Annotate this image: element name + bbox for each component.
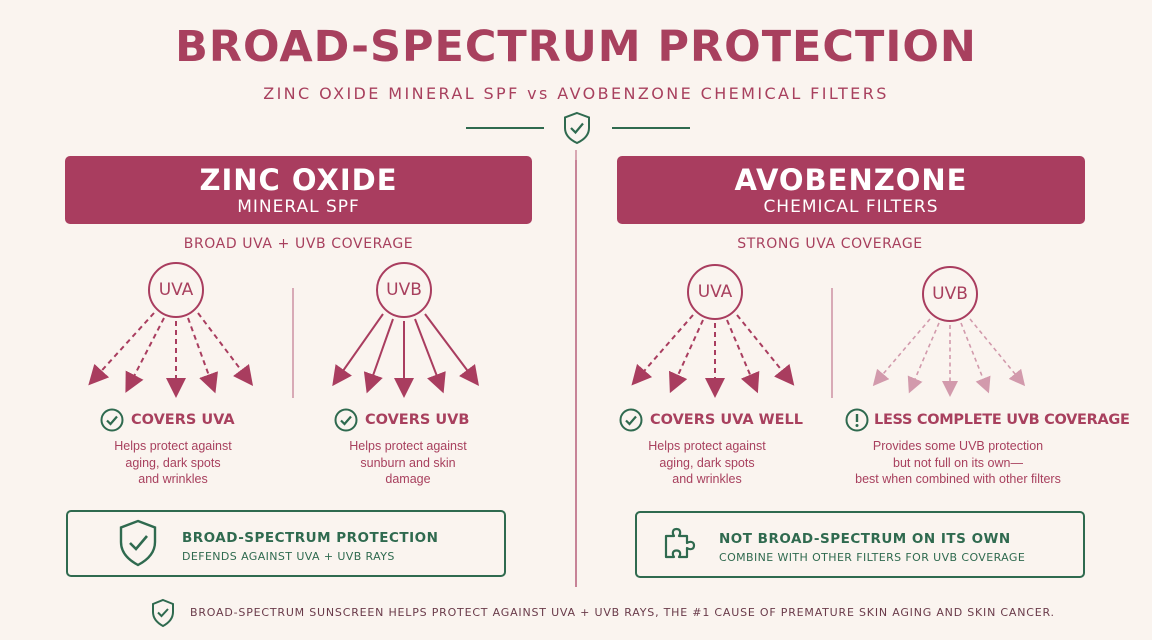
avo-uva-desc: Helps protect against aging, dark spots … (648, 439, 766, 486)
shield-check-icon (119, 519, 157, 567)
avo-info-box: NOT BROAD-SPECTRUM ON ITS OWN COMBINE WI… (635, 511, 1085, 578)
zinc-coverage: BROAD UVA + UVB COVERAGE (183, 236, 414, 252)
zinc-banner: ZINC OXIDE MINERAL SPF (65, 156, 532, 224)
page-subtitle: ZINC OXIDE MINERAL SPF vs AVOBENZONE CHE… (263, 84, 889, 103)
puzzle-icon (664, 527, 696, 559)
zinc-uvb-label: UVB (386, 280, 422, 300)
zinc-uvb-rays (332, 262, 479, 398)
avo-uva-heading-text: COVERS UVA WELL (650, 412, 804, 428)
zinc-uva-circle (148, 262, 204, 318)
center-divider (575, 160, 577, 587)
check-circle-icon (100, 408, 124, 432)
footer-note: BROAD-SPECTRUM SUNSCREEN HELPS PROTECT A… (190, 606, 1055, 619)
avo-uvb-rays (872, 266, 1026, 397)
avo-uvb-circle (922, 266, 978, 322)
zinc-uvb-heading-text: COVERS UVB (365, 412, 470, 428)
avo-uvb-label: UVB (932, 284, 968, 304)
avo-box-sub: COMBINE WITH OTHER FILTERS FOR UVB COVER… (719, 551, 1026, 564)
avo-uvb-heading-text: LESS COMPLETE UVB COVERAGE (874, 412, 1130, 428)
avo-uvb-heading: LESS COMPLETE UVB COVERAGE (845, 408, 1130, 432)
avo-box-title: NOT BROAD-SPECTRUM ON ITS OWN (719, 531, 1011, 547)
shield-check-icon (152, 598, 174, 628)
avo-uva-rays (631, 264, 795, 398)
zinc-uva-heading: COVERS UVA (100, 408, 235, 432)
avo-uva-label: UVA (697, 282, 733, 302)
avo-uva-circle (687, 264, 743, 320)
avo-uvb-desc: Provides some UVB protection but not ful… (855, 439, 1061, 486)
avo-uva-heading: COVERS UVA WELL (619, 408, 803, 432)
zinc-uva-label: UVA (158, 280, 194, 300)
zinc-name: ZINC OXIDE (199, 163, 398, 197)
zinc-uva-desc: Helps protect against aging, dark spots … (114, 439, 232, 486)
zinc-info-box: BROAD-SPECTRUM PROTECTION DEFENDS AGAINS… (66, 510, 506, 577)
zinc-box-sub: DEFENDS AGAINST UVA + UVB RAYS (182, 550, 395, 563)
zinc-uvb-desc: Helps protect against sunburn and skin d… (349, 439, 467, 486)
zinc-uva-rays (88, 262, 254, 398)
zinc-uvb-circle (376, 262, 432, 318)
shield-check-icon (564, 111, 590, 145)
zinc-uva-heading-text: COVERS UVA (131, 412, 235, 428)
zinc-type: MINERAL SPF (237, 197, 360, 217)
warning-circle-icon (845, 408, 869, 432)
avo-ray-diagram (631, 264, 1026, 398)
avo-banner: AVOBENZONE CHEMICAL FILTERS (617, 156, 1085, 224)
avo-name: AVOBENZONE (734, 163, 968, 197)
avo-coverage: STRONG UVA COVERAGE (737, 236, 923, 252)
check-circle-icon (619, 408, 643, 432)
zinc-ray-diagram (88, 262, 479, 398)
avo-type: CHEMICAL FILTERS (763, 197, 939, 217)
zinc-box-title: BROAD-SPECTRUM PROTECTION (182, 530, 439, 546)
page-title: BROAD-SPECTRUM PROTECTION (175, 22, 977, 72)
zinc-uvb-heading: COVERS UVB (334, 408, 469, 432)
check-circle-icon (334, 408, 358, 432)
header-divider (466, 111, 690, 168)
